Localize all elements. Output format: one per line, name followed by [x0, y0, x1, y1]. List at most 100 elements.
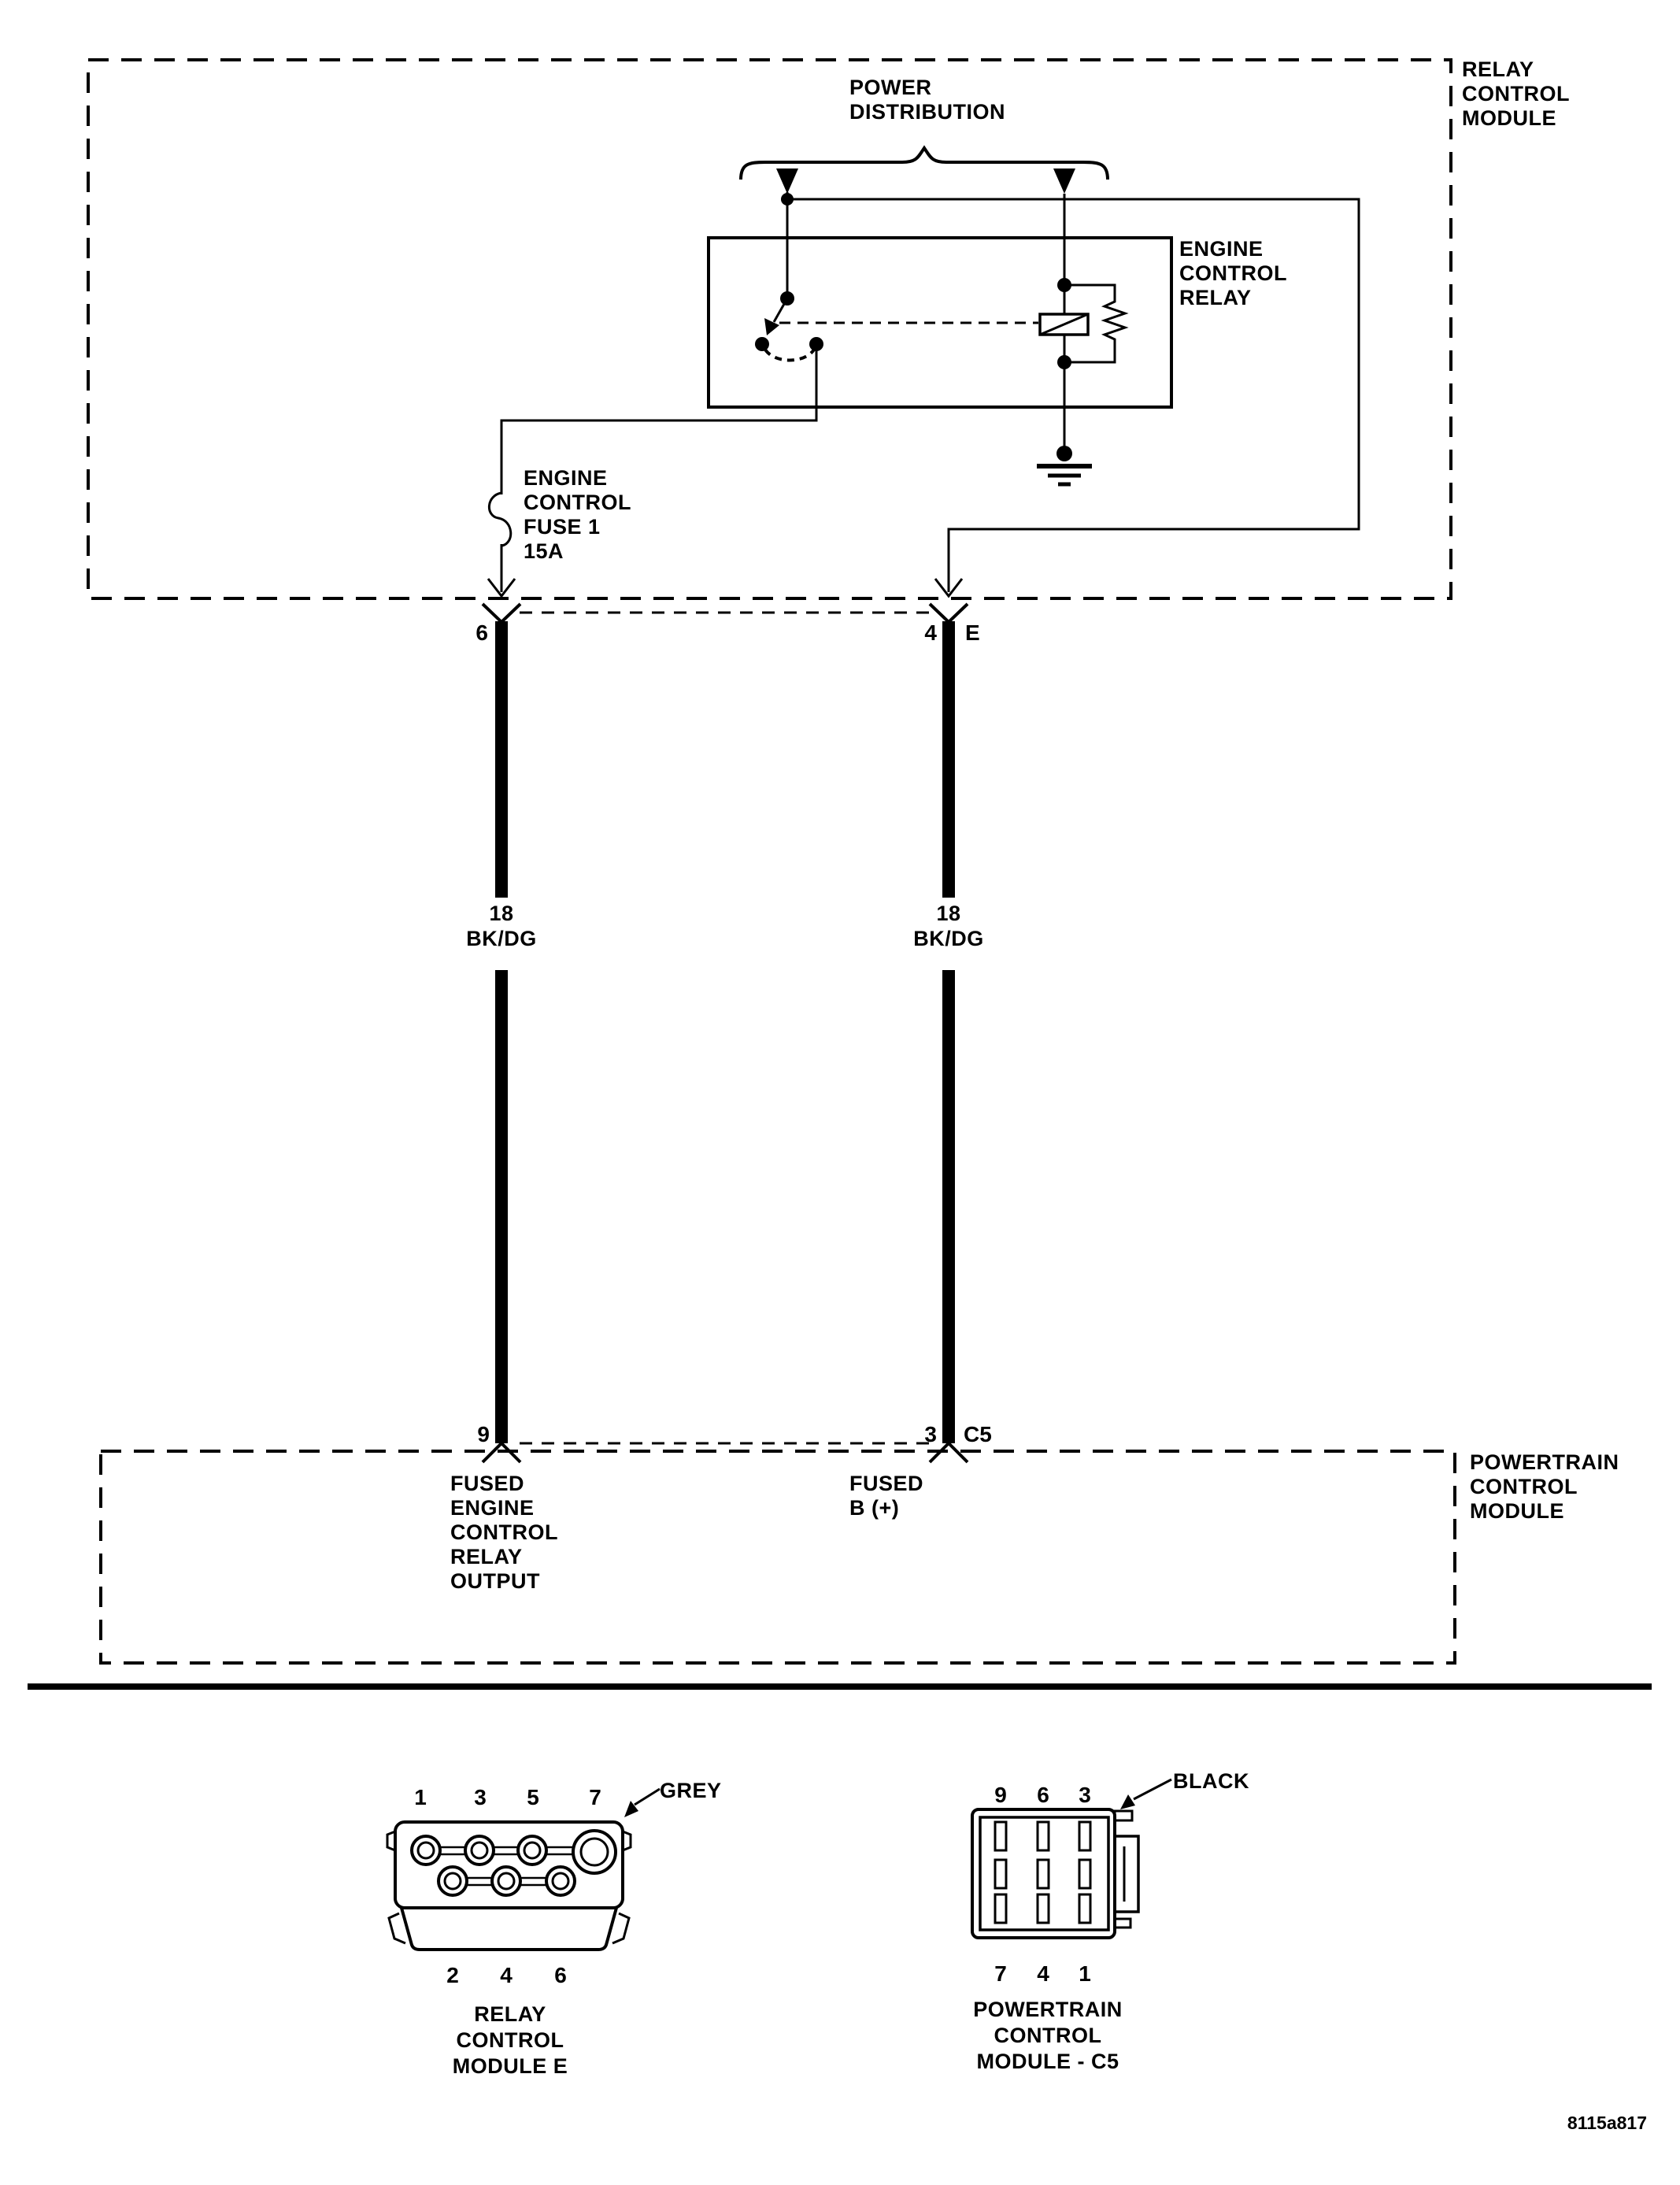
power-distribution-brace: [739, 145, 1109, 180]
section-divider: [28, 1683, 1652, 1690]
right-function-line1: FUSED: [849, 1472, 923, 1495]
resistor-zigzag: [1064, 283, 1129, 364]
right-function-line2: B (+): [849, 1496, 899, 1520]
pcm-label-line1: POWERTRAIN: [1470, 1450, 1619, 1474]
grey-cavity-4: [490, 1865, 522, 1897]
black-caption-line1: POWERTRAIN: [973, 1998, 1123, 2021]
engine-control-relay-box: [707, 236, 1173, 409]
grey-pin-4: 4: [500, 1963, 513, 1987]
grey-leader-line: [634, 1787, 661, 1806]
switched-output-wire: [500, 344, 818, 494]
ground-dot: [1056, 446, 1072, 461]
relay-coil-icon: [1038, 194, 1090, 454]
black-connector: 9 6 3 7 4 1 BLACK POWERTRAIN CONTROL MOD…: [971, 1769, 1249, 2073]
power-feed-arrow-icon-left: [776, 169, 798, 194]
fuse-label-line4: 15A: [524, 539, 564, 563]
grey-cavity-7: [572, 1829, 617, 1875]
relay-control-module-label: RELAY CONTROL MODULE: [1462, 57, 1570, 130]
figure-code: 8115a817: [1567, 2113, 1647, 2133]
powertrain-control-module-label: POWERTRAIN CONTROL MODULE: [1470, 1450, 1619, 1523]
relay-control-module-label-line1: RELAY: [1462, 57, 1534, 81]
relay-control-module-label-line2: CONTROL: [1462, 82, 1570, 106]
grey-pin-7: 7: [589, 1785, 601, 1809]
fuse-label-line2: CONTROL: [524, 491, 631, 514]
left-function-line2: ENGINE: [450, 1496, 535, 1520]
grey-cavity-2: [437, 1865, 468, 1897]
power-distribution-line2: DISTRIBUTION: [849, 100, 1005, 124]
connector-c5-label: C5: [964, 1422, 992, 1446]
pin-4-label: 4: [924, 620, 937, 645]
black-connector-slots: [994, 1820, 1092, 1924]
black-pin-1: 1: [1079, 1961, 1091, 1986]
black-leader-line: [1133, 1778, 1172, 1801]
grey-cavity-4-inner: [497, 1872, 516, 1891]
switch-arm-arrowhead-icon: [764, 318, 779, 335]
grey-cavity-7-inner: [579, 1837, 609, 1867]
ground-icon: [1037, 446, 1092, 487]
relay-switch-icon: [755, 291, 823, 362]
grey-connector-body: [394, 1820, 624, 1909]
black-leader-arrowhead-icon: [1120, 1794, 1135, 1809]
grey-cavity-6: [545, 1865, 576, 1897]
grey-pin-2: 2: [446, 1963, 459, 1987]
left-function-line4: RELAY: [450, 1545, 523, 1568]
left-wire-gauge: 18: [489, 902, 513, 925]
black-caption-line3: MODULE - C5: [977, 2050, 1119, 2073]
connector-e-label: E: [965, 620, 980, 645]
grey-caption-line2: CONTROL: [457, 2028, 564, 2052]
rcm-connector-chevron-left: [481, 602, 522, 624]
grey-color-label: GREY: [660, 1779, 722, 1802]
black-connector-tab-bottom: [1113, 1917, 1132, 1929]
rcm-connector-chevron-right: [928, 602, 969, 624]
relay-control-module-box: [87, 58, 1452, 600]
fuse-label-line1: ENGINE: [524, 466, 608, 490]
wire-arrowhead-icon-right: [934, 578, 964, 598]
power-distribution-label: POWER DISTRIBUTION: [849, 76, 1005, 124]
grey-cavity-3: [464, 1835, 495, 1866]
black-pin-4: 4: [1037, 1961, 1049, 1986]
grey-connector-tab-left: [386, 1830, 396, 1852]
pcm-connector-chevron-left: [481, 1441, 522, 1464]
grey-pin-3: 3: [474, 1785, 487, 1809]
grey-cavity-2-inner: [443, 1872, 462, 1891]
power-distribution-line1: POWER: [849, 76, 932, 99]
relay-control-module-label-line3: MODULE: [1462, 106, 1556, 130]
grey-connector: 1 3 5 7 2 4 6: [386, 1779, 722, 2078]
black-pin-9: 9: [994, 1783, 1007, 1807]
grey-leader-arrowhead-icon: [624, 1801, 638, 1817]
grey-connector-flap-right: [612, 1912, 631, 1945]
switch-arm: [772, 298, 789, 323]
black-pin-6: 6: [1037, 1783, 1049, 1807]
power-feed-arrow-icon-right: [1053, 169, 1075, 194]
left-function-line3: CONTROL: [450, 1520, 558, 1544]
black-connector-latch: [1113, 1835, 1140, 1913]
grey-cavity-6-inner: [551, 1872, 570, 1891]
black-connector-tab-top: [1113, 1809, 1134, 1822]
grey-connector-caption: RELAY CONTROL MODULE E: [453, 2002, 568, 2078]
grey-cavity-links: [440, 1846, 574, 1887]
grey-cavity-1: [410, 1835, 442, 1866]
grey-connector-flap-left: [387, 1912, 406, 1945]
resistor-icon: [1064, 283, 1129, 364]
left-wire-function-label: FUSED ENGINE CONTROL RELAY OUTPUT: [450, 1472, 558, 1593]
grey-pin-6: 6: [554, 1963, 567, 1987]
grey-cavity-5-inner: [523, 1841, 542, 1860]
grey-cavity-5: [516, 1835, 548, 1866]
left-function-line5: OUTPUT: [450, 1569, 540, 1593]
black-caption-line2: CONTROL: [994, 2024, 1102, 2047]
switch-throw-arc: [764, 348, 816, 362]
engine-control-relay-label-line1: ENGINE: [1179, 237, 1264, 261]
right-wire-label: 18 BK/DG: [913, 902, 983, 950]
b-plus-feed-wire: [787, 198, 1360, 592]
switch-contact-dot-left: [755, 337, 769, 351]
black-pin-7: 7: [994, 1961, 1007, 1986]
black-connector-caption: POWERTRAIN CONTROL MODULE - C5: [973, 1998, 1123, 2073]
coil-diagonal: [1039, 313, 1089, 336]
powertrain-control-module-box: [99, 1450, 1456, 1665]
fuse-label-line3: FUSE 1: [524, 515, 601, 539]
pcm-connector-chevron-right: [928, 1441, 969, 1464]
left-function-line1: FUSED: [450, 1472, 524, 1495]
junction-dot: [781, 193, 794, 206]
